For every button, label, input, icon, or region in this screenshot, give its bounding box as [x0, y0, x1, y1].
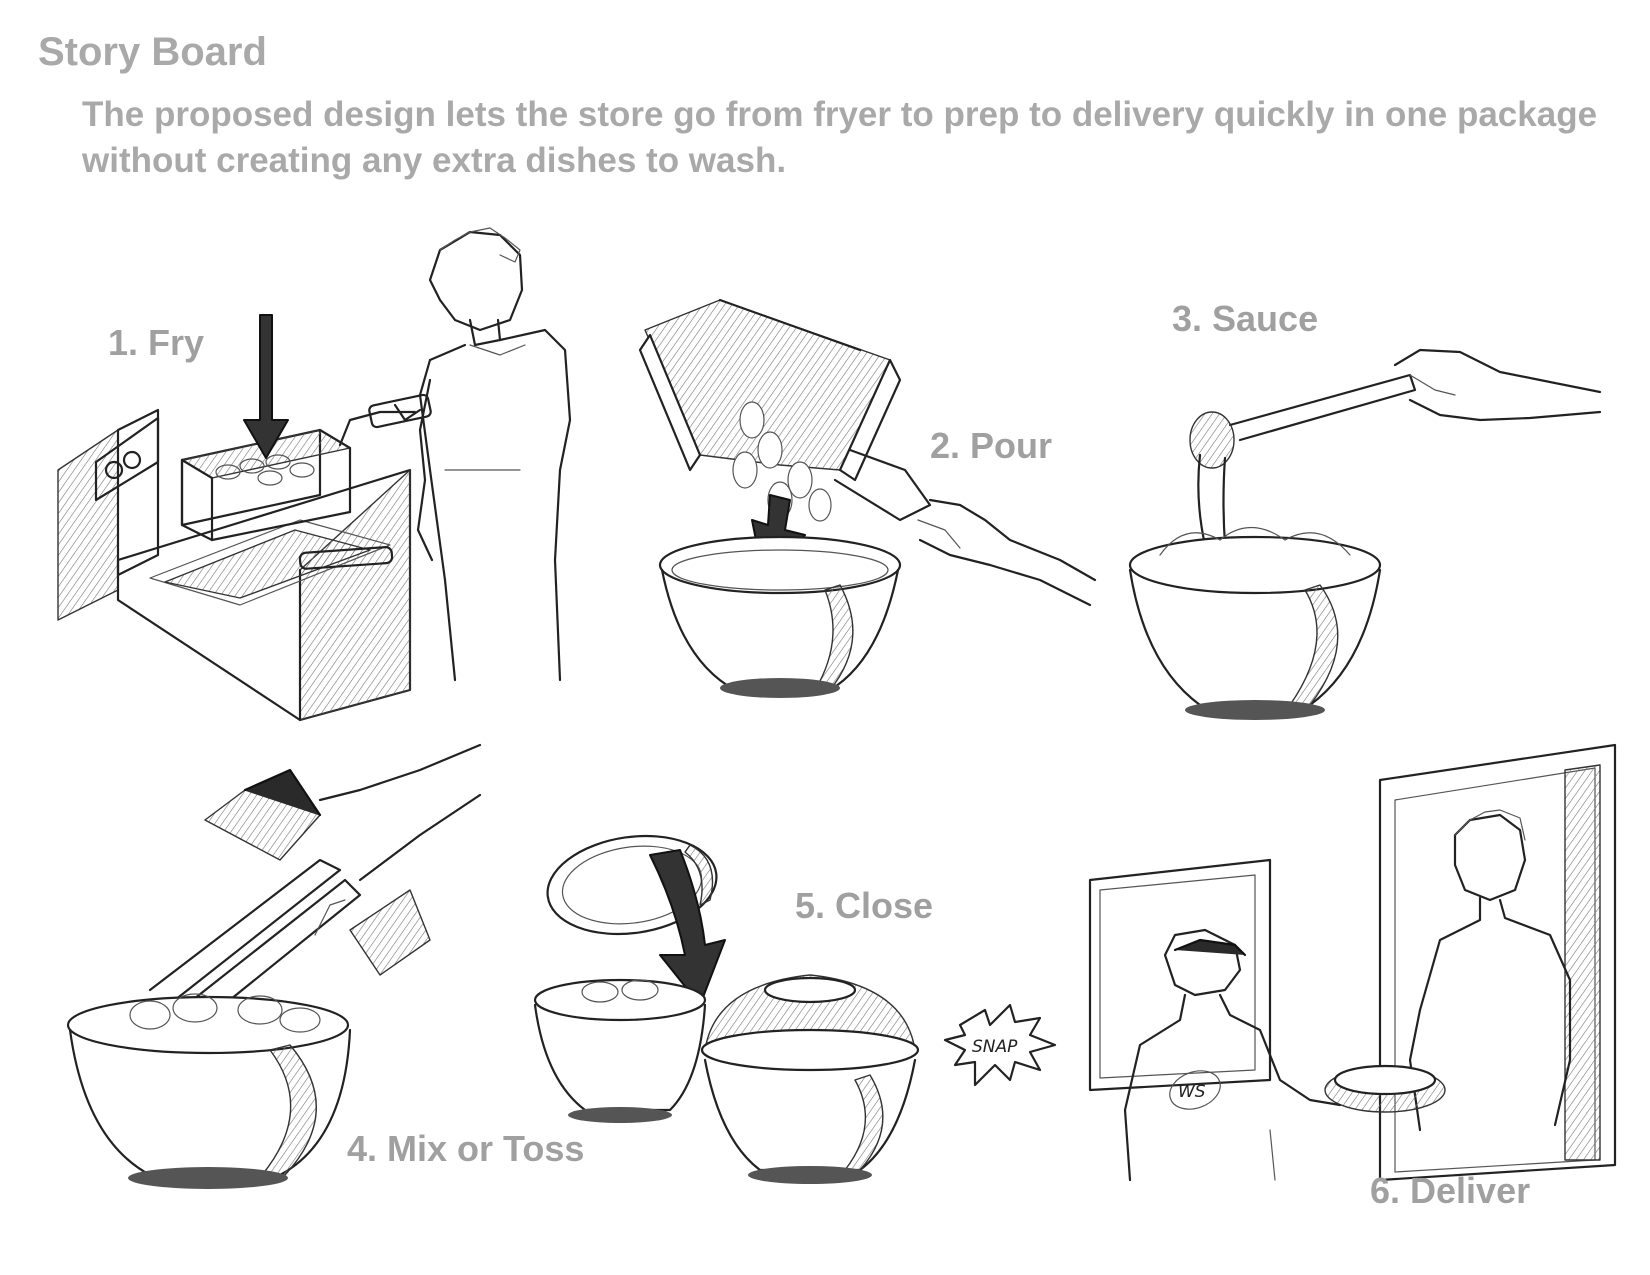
- panel-close: SNAP: [533, 834, 1057, 1184]
- step-label-pour: 2. Pour: [930, 425, 1053, 466]
- step-label-close: 5. Close: [795, 885, 934, 926]
- panel-mix-or-toss: [66, 743, 482, 1189]
- page-subtitle: The proposed design lets the store go fr…: [82, 95, 1598, 180]
- shirt-logo: WS: [1178, 1082, 1206, 1102]
- panel-sauce: [1128, 348, 1602, 720]
- panel-pour: [638, 298, 1097, 698]
- step-label-mix-or-toss: 4. Mix or Toss: [347, 1128, 585, 1169]
- step-label-fry: 1. Fry: [108, 322, 205, 363]
- panel-fry: [57, 227, 572, 722]
- step-label-sauce: 3. Sauce: [1172, 298, 1319, 339]
- page-title: Story Board: [38, 30, 267, 74]
- panel-deliver: WS: [1088, 743, 1617, 1182]
- snap-sound-effect: SNAP: [972, 1037, 1018, 1057]
- step-label-deliver: 6. Deliver: [1370, 1170, 1531, 1211]
